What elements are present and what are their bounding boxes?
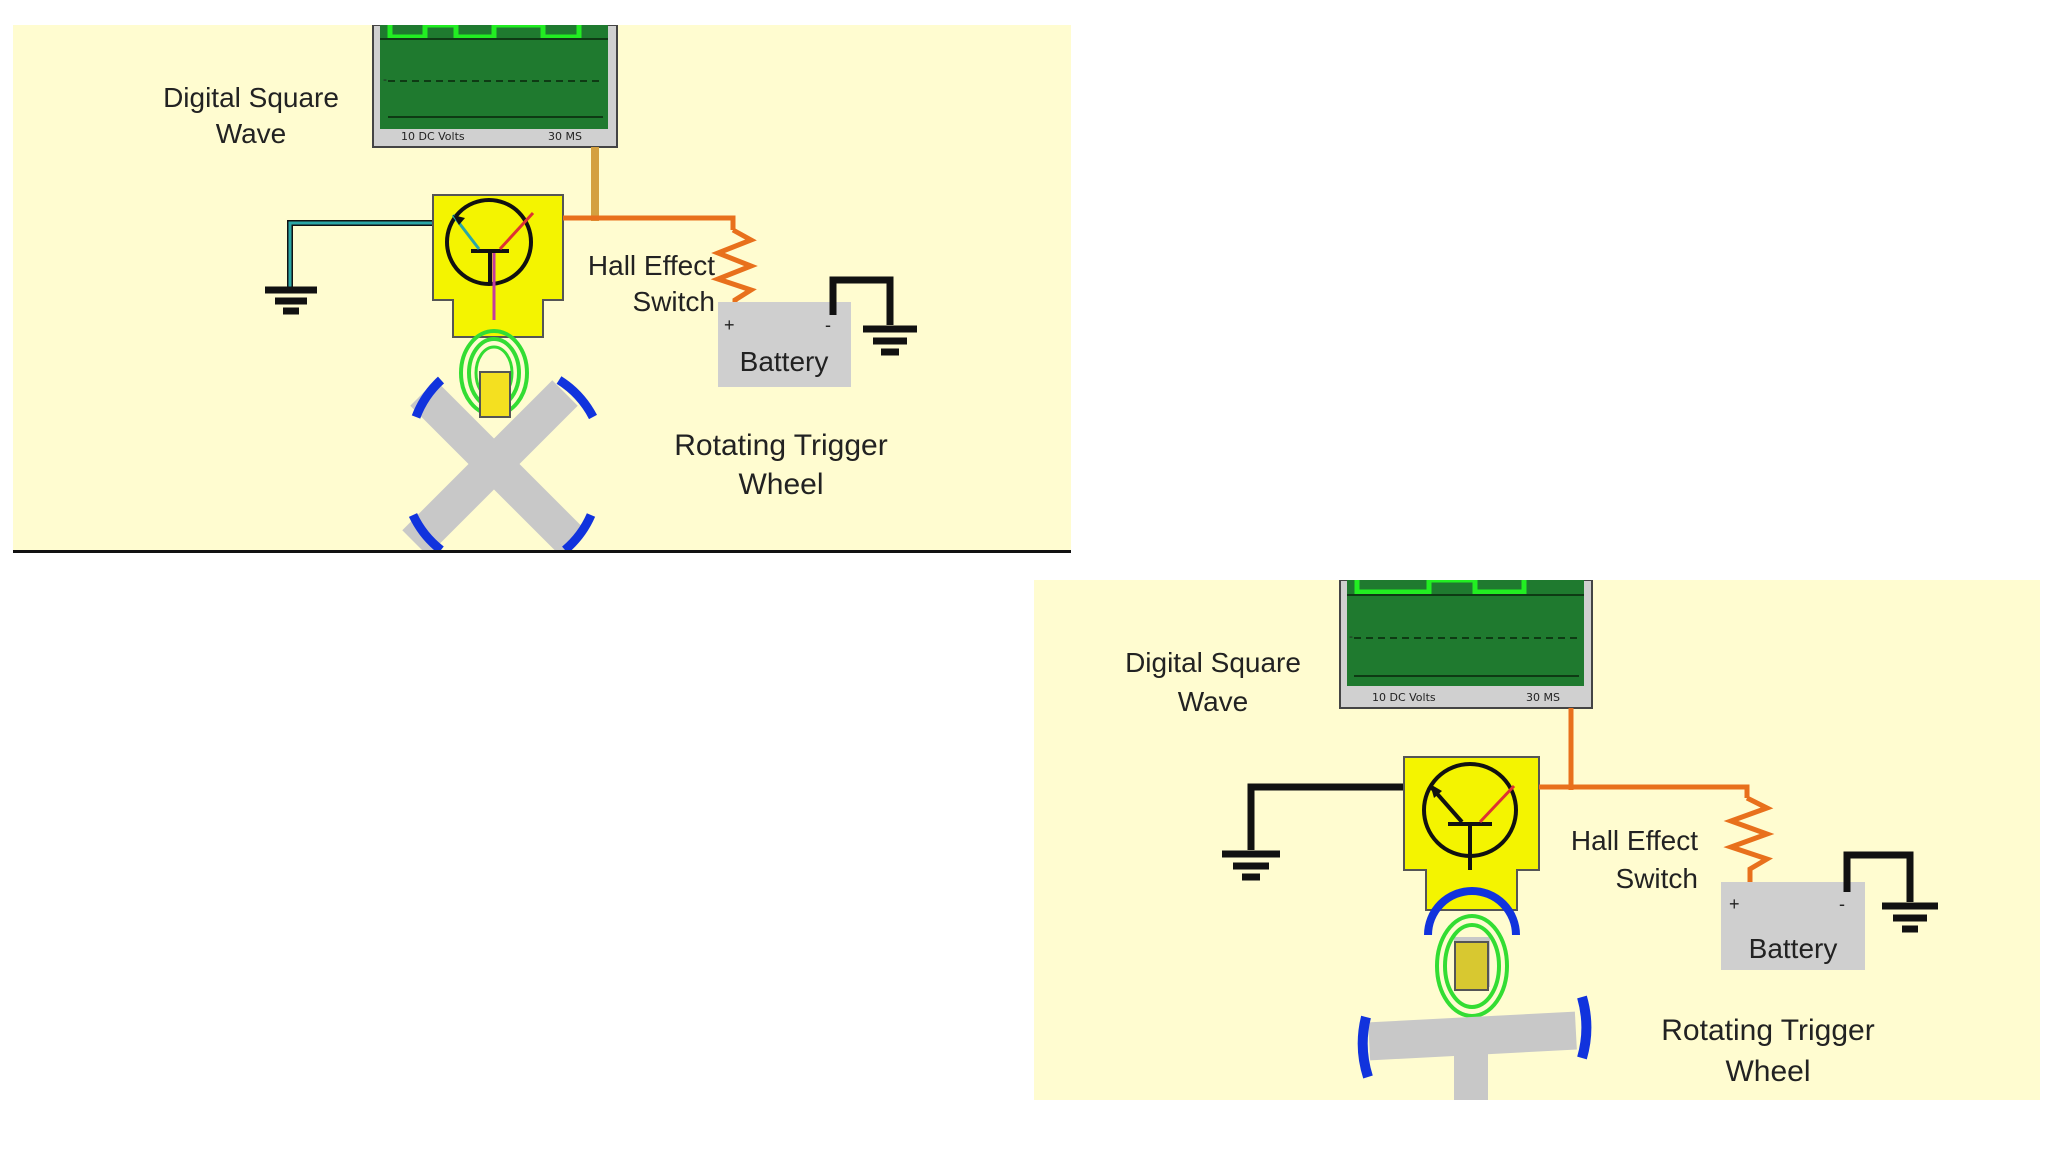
resistor-icon <box>710 227 758 325</box>
battery-label: Battery <box>1749 933 1838 964</box>
square-wave-label-line2: Wave <box>216 118 287 149</box>
scope-time-label: 30 MS <box>1526 691 1560 704</box>
hall-label-line1: Hall Effect <box>1571 825 1698 856</box>
battery-plus-label: + <box>724 315 735 335</box>
battery-plus-label: + <box>1729 894 1740 914</box>
square-wave-trace <box>387 25 582 40</box>
ground-wire-right <box>829 276 894 325</box>
supply-wire <box>563 215 736 230</box>
ground-wire-right <box>1843 851 1914 902</box>
transistor-icon <box>445 198 535 320</box>
emitter-wire-overlay <box>288 221 461 287</box>
hall-effect-sensor <box>1403 756 1540 911</box>
diagram-canvas-a: - 10 DC Volts 30 MS + - Battery <box>163 25 917 550</box>
ground-wire-left <box>1247 783 1406 850</box>
oscilloscope: - 10 DC Volts 30 MS <box>372 25 618 148</box>
square-wave-trace <box>1354 580 1527 595</box>
ground-symbol-icon <box>863 325 917 356</box>
diagram-canvas-b: - 10 DC Volts 30 MS + - Battery <box>1125 580 1938 1100</box>
square-wave-label-line2: Wave <box>1178 686 1249 717</box>
trigger-wheel <box>1357 995 1592 1100</box>
magnet <box>1454 941 1489 991</box>
hall-label-line2: Switch <box>1616 863 1698 894</box>
wheel-label-line1: Rotating Trigger <box>674 429 887 462</box>
oscilloscope-screen <box>380 25 608 129</box>
square-wave-label-line1: Digital Square <box>1125 647 1301 678</box>
battery-body <box>1721 882 1865 970</box>
ground-symbol-icon <box>265 286 317 315</box>
battery-icon: + - Battery <box>1721 882 1865 970</box>
hall-switch-diagram-b: - 10 DC Volts 30 MS + - Battery <box>1034 580 2040 1100</box>
battery-minus-label: - <box>1839 894 1845 914</box>
hall-label-line2: Switch <box>633 286 715 317</box>
battery-icon: + - Battery <box>718 302 851 387</box>
ground-symbol-icon <box>1882 902 1938 933</box>
scope-volts-label: 10 DC Volts <box>1372 691 1436 704</box>
trigger-wheel <box>402 376 597 550</box>
scope-volts-label: 10 DC Volts <box>401 130 465 143</box>
hall-switch-diagram-a: - 10 DC Volts 30 MS + - Battery <box>13 25 1071 553</box>
oscilloscope-screen <box>1347 580 1584 686</box>
magnetic-field <box>1435 914 1509 1018</box>
wheel-label-line1: Rotating Trigger <box>1661 1014 1874 1047</box>
scope-time-label: 30 MS <box>548 130 582 143</box>
scope-minus-label: - <box>1349 630 1353 643</box>
supply-wire <box>1539 784 1750 798</box>
battery-minus-label: - <box>825 315 831 335</box>
hall-label-line1: Hall Effect <box>588 250 715 281</box>
wheel-tip-top <box>1424 887 1520 936</box>
magnet <box>479 371 511 418</box>
resistor-icon <box>1723 795 1775 898</box>
ground-symbol-icon <box>1222 850 1280 881</box>
wheel-label-line2: Wheel <box>1725 1055 1810 1088</box>
battery-body <box>718 302 851 387</box>
square-wave-label-line1: Digital Square <box>163 82 339 113</box>
hall-effect-sensor <box>432 194 564 338</box>
wheel-label-line2: Wheel <box>738 468 823 501</box>
battery-label: Battery <box>740 346 829 377</box>
transistor-icon <box>1422 762 1518 870</box>
oscilloscope: - 10 DC Volts 30 MS <box>1339 580 1593 709</box>
scope-minus-label: - <box>383 73 387 86</box>
